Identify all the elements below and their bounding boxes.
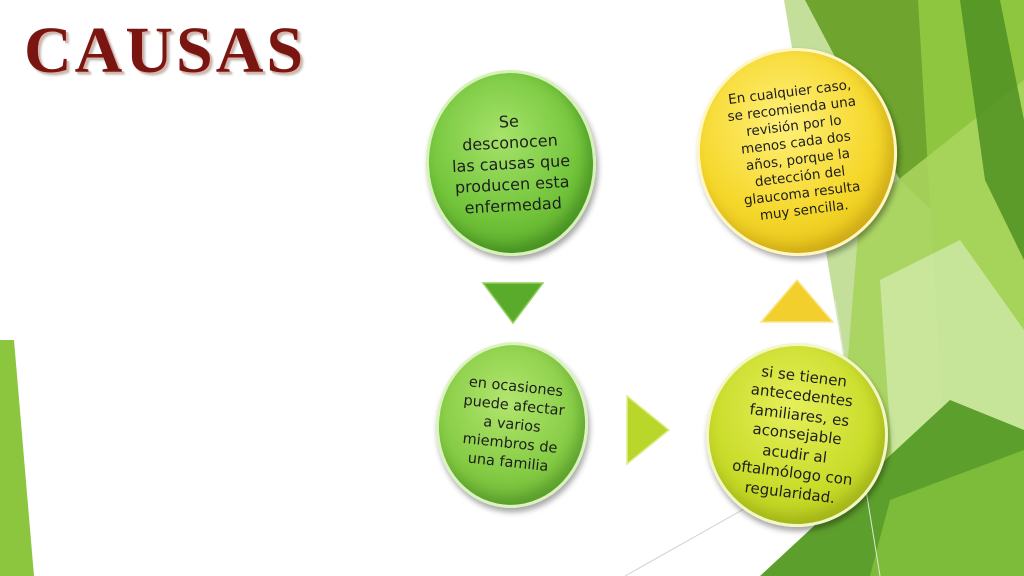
arrow-up-icon: [759, 278, 835, 323]
arrow-right-icon: [626, 394, 671, 466]
cause-node-2-text: en ocasiones puede afectar a varios miem…: [461, 373, 566, 475]
arrow-down-icon: [481, 282, 545, 325]
thin-line: [624, 499, 761, 576]
cause-node-1-text: Se desconocen las causas que producen es…: [451, 111, 571, 217]
page-title: CAUSAS: [24, 14, 307, 87]
facet-7: [960, 0, 1024, 260]
facet-8: [870, 450, 1024, 576]
cause-node-3-text: si se tienen antecedentes familiares, es…: [731, 362, 854, 507]
left-green-bar: [0, 340, 34, 576]
cause-node-4-text: En cualquier caso, se recomienda una rev…: [726, 76, 862, 224]
